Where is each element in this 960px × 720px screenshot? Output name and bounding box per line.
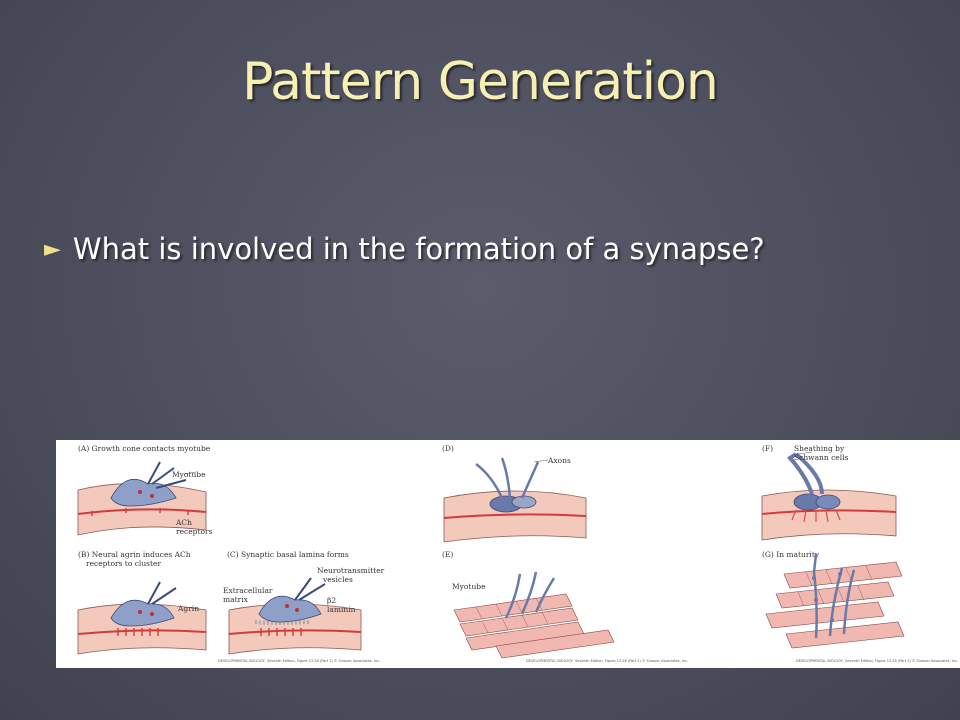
panel-c-nt-label-1: Neurotransmitter [317, 566, 385, 575]
panel-f-caption: (F) [762, 444, 774, 453]
panel-a-myotube-label: Myotube [172, 470, 206, 479]
panel-b-drawing [77, 581, 207, 655]
panel-a: (A) Growth cone contacts myotube Myotube… [56, 440, 216, 545]
panel-c-ecm-label-1: Extracellular [223, 586, 273, 595]
panel-e-myotube-label: Myotube [452, 582, 486, 591]
synapse-formation-figure: (A) Growth cone contacts myotube Myotube… [56, 440, 960, 668]
figure-credit-3: DEVELOPMENTAL BIOLOGY, Seventh Edition, … [796, 659, 959, 663]
panel-d-drawing [443, 457, 587, 543]
bullet-arrow-icon: ► [44, 236, 61, 262]
panel-b-agrin-label: Agrin [178, 604, 200, 613]
panel-b-caption-2: receptors to cluster [86, 559, 162, 568]
panel-d: (D) Axons [436, 440, 616, 545]
panel-f-sheath-label-2: Schwann cells [794, 453, 849, 462]
panel-e: (E) Myotube [436, 548, 626, 666]
bullet-text: What is involved in the formation of a s… [72, 232, 765, 266]
figure-credit-2: DEVELOPMENTAL BIOLOGY, Seventh Edition, … [526, 659, 689, 663]
panel-c-ecm-label-2: matrix [223, 595, 248, 604]
figure-credit-1: DEVELOPMENTAL BIOLOGY, Seventh Edition, … [218, 659, 381, 663]
panel-f-sheath-label-1: Sheathing by [794, 444, 845, 453]
panel-b-caption-1: (B) Neural agrin induces ACh [78, 550, 191, 559]
panel-e-caption: (E) [442, 550, 454, 559]
panel-f-drawing [761, 451, 897, 541]
panel-e-drawing [453, 571, 615, 659]
panel-d-caption: (D) [442, 444, 454, 453]
panel-c-b2-label-1: β2 [327, 596, 337, 605]
panel-a-receptors-label: receptors [176, 527, 213, 536]
panel-f: (F) Sheathing by Schwann cells [756, 440, 956, 545]
panel-a-drawing [77, 461, 207, 536]
panel-c: (C) Synaptic basal lamina forms Extracel… [221, 548, 385, 663]
panel-g-caption: (G) In maturity [762, 550, 820, 559]
panel-a-ach-label: ACh [176, 518, 192, 527]
panel-d-axons-label: Axons [548, 456, 571, 465]
bullet-item: ► What is involved in the formation of a… [44, 232, 765, 266]
slide-title: Pattern Generation [242, 52, 719, 112]
panel-b: (B) Neural agrin induces ACh receptors t… [56, 548, 216, 663]
panel-a-caption: (A) Growth cone contacts myotube [78, 444, 211, 453]
panel-c-caption: (C) Synaptic basal lamina forms [227, 550, 349, 559]
panel-c-drawing [228, 577, 362, 655]
panel-g-drawing [765, 553, 905, 649]
panel-c-b2-label-2: laminin [327, 605, 356, 614]
panel-g: (G) In maturity [756, 548, 956, 666]
panel-c-nt-label-2: vesicles [323, 575, 353, 584]
